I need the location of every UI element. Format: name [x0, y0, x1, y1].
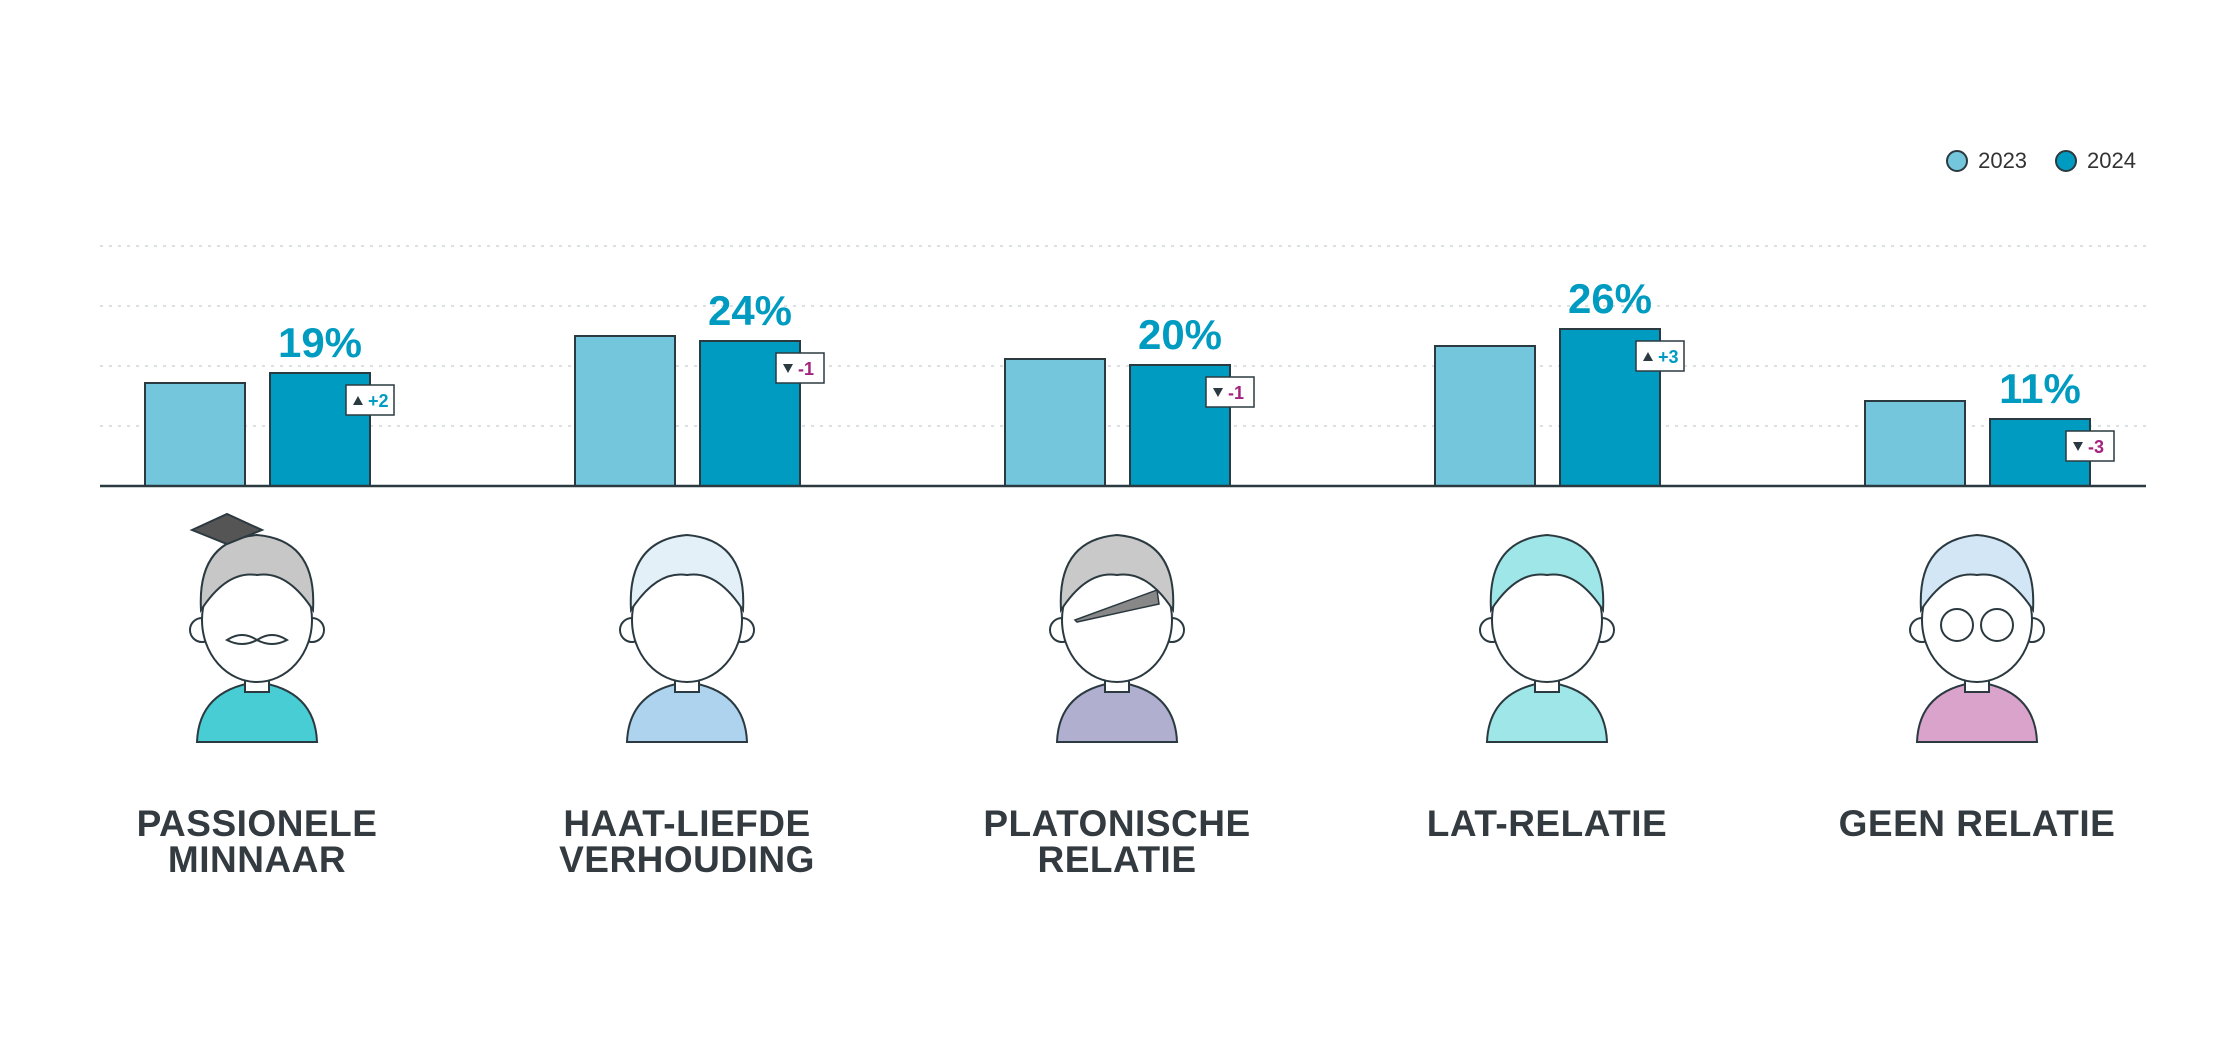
bar-2023-1: [574, 335, 676, 487]
graduate-man-icon: [189, 512, 325, 743]
legend-item-2023: 2023: [1946, 148, 2027, 174]
teal-hair-woman-icon: [1479, 533, 1615, 743]
bar-2023-2: [1004, 358, 1106, 487]
bar-2023-0: [144, 382, 246, 487]
change-badge-4: [2065, 430, 2115, 462]
legend-swatch-2024: [2055, 150, 2078, 172]
category-label-4: GEEN RELATIE: [1838, 803, 2116, 844]
glasses-woman-icon: [1909, 533, 2045, 743]
change-text-1: -1: [798, 359, 814, 379]
value-label-0: 19%: [278, 319, 362, 366]
up-arrow-icon: [353, 396, 363, 405]
value-label-4: 11%: [1999, 365, 2081, 412]
change-text-2: -1: [1228, 383, 1244, 403]
legend: 2023 2024: [1946, 148, 2136, 174]
legend-item-2024: 2024: [2055, 148, 2136, 174]
change-text-3: +3: [1658, 347, 1679, 367]
legend-swatch-2023: [1946, 150, 1969, 172]
thumbs-man-icon: [619, 533, 755, 743]
change-badge-1: [775, 352, 825, 384]
eye-patch-woman-icon: [1049, 533, 1185, 743]
up-arrow-icon: [1643, 352, 1653, 361]
value-label-3: 26%: [1568, 275, 1652, 322]
value-label-1: 24%: [708, 287, 792, 334]
value-label-2: 20%: [1138, 311, 1222, 358]
change-text-0: +2: [368, 391, 389, 411]
down-arrow-icon: [2073, 442, 2083, 451]
category-label-1: HAAT-LIEFDE VERHOUDING: [559, 803, 815, 880]
change-badge-3: [1635, 340, 1685, 372]
category-label-2: PLATONISCHE RELATIE: [983, 803, 1251, 880]
legend-label-2024: 2024: [2087, 148, 2136, 173]
category-label-0: PASSIONELE MINNAAR: [136, 803, 378, 880]
category-label-3: LAT-RELATIE: [1426, 803, 1668, 844]
change-badge-2: [1205, 376, 1255, 408]
bar-2023-4: [1864, 400, 1966, 487]
down-arrow-icon: [1213, 388, 1223, 397]
change-text-4: -3: [2088, 437, 2104, 457]
bar-2023-3: [1434, 345, 1536, 487]
change-badge-0: [345, 384, 395, 416]
down-arrow-icon: [783, 364, 793, 373]
legend-label-2023: 2023: [1978, 148, 2028, 173]
